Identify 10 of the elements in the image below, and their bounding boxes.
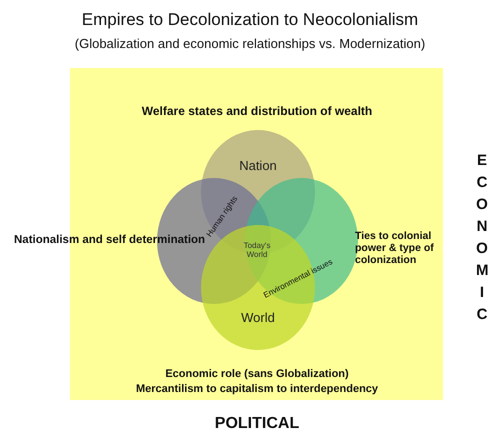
note-text: Mercantilism to capitalism to interdependency	[136, 383, 378, 395]
heading-text: Welfare states and distribution of wealth	[142, 104, 372, 118]
circle-label: World	[241, 310, 275, 325]
subtitle-text: (Globalization and economic relationships vs. Modernization)	[74, 36, 426, 51]
axis-label: POLITICAL	[214, 415, 300, 433]
circle-label: Nation	[239, 158, 277, 173]
note-text: Economic role (sans Globalization)	[165, 368, 349, 380]
center-label: Today's World	[242, 241, 272, 259]
title-text: Empires to Decolonization to Neocolonialism	[82, 10, 418, 30]
vertical-axis-label: ECONOMIC	[476, 151, 488, 325]
